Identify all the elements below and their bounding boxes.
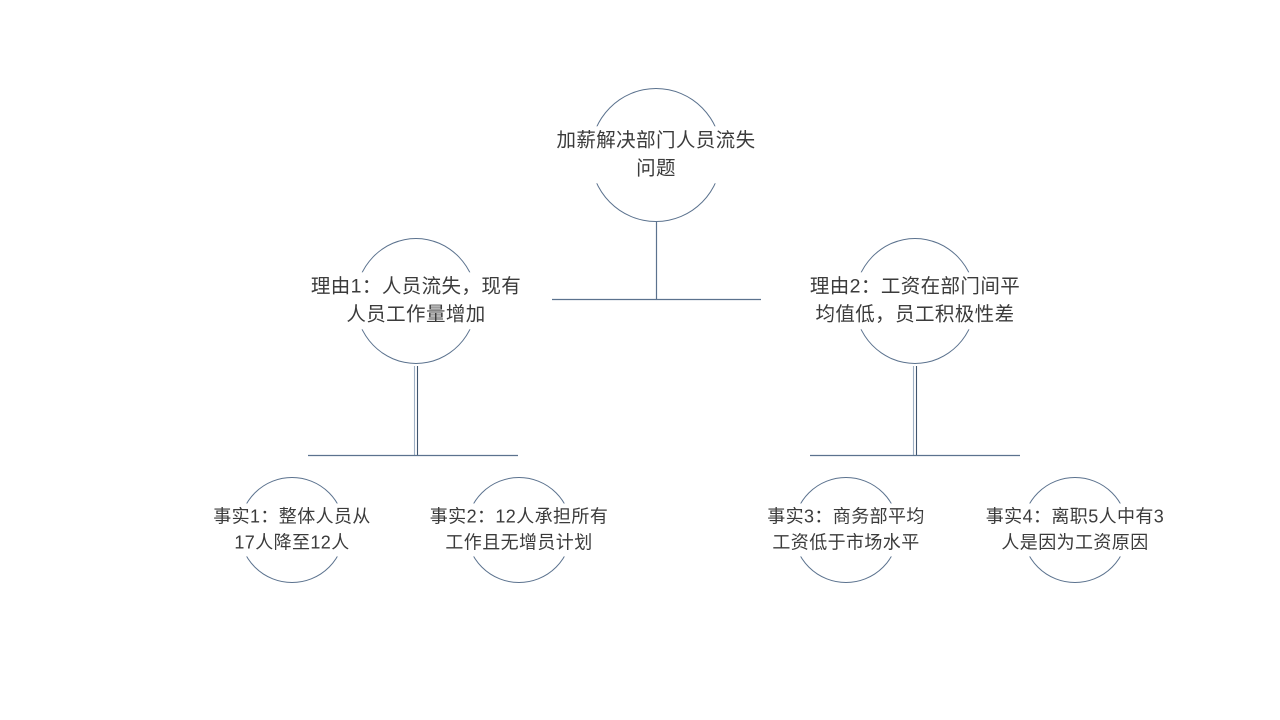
node-fact-4[interactable]: 事实4：离职5人中有3 人是因为工资原因 xyxy=(971,477,1179,583)
node-fact-1-label: 事实1：整体人员从 17人降至12人 xyxy=(188,503,396,557)
node-fact-3-label: 事实3：商务部平均 工资低于市场水平 xyxy=(742,503,950,557)
node-root[interactable]: 加薪解决部门人员流失 问题 xyxy=(531,88,781,222)
node-root-label: 加薪解决部门人员流失 问题 xyxy=(531,126,781,184)
node-reason-2-label: 理由2：工资在部门间平 均值低，员工积极性差 xyxy=(784,272,1046,330)
node-reason-1-label: 理由1：人员流失，现有 人员工作量增加 xyxy=(285,272,547,330)
node-fact-4-label: 事实4：离职5人中有3 人是因为工资原因 xyxy=(971,503,1179,557)
node-fact-2-label: 事实2：12人承担所有 工作且无增员计划 xyxy=(415,503,623,557)
node-reason-2[interactable]: 理由2：工资在部门间平 均值低，员工积极性差 xyxy=(784,238,1046,364)
node-fact-3[interactable]: 事实3：商务部平均 工资低于市场水平 xyxy=(742,477,950,583)
node-fact-1[interactable]: 事实1：整体人员从 17人降至12人 xyxy=(188,477,396,583)
node-fact-2[interactable]: 事实2：12人承担所有 工作且无增员计划 xyxy=(415,477,623,583)
node-reason-1[interactable]: 理由1：人员流失，现有 人员工作量增加 xyxy=(285,238,547,364)
